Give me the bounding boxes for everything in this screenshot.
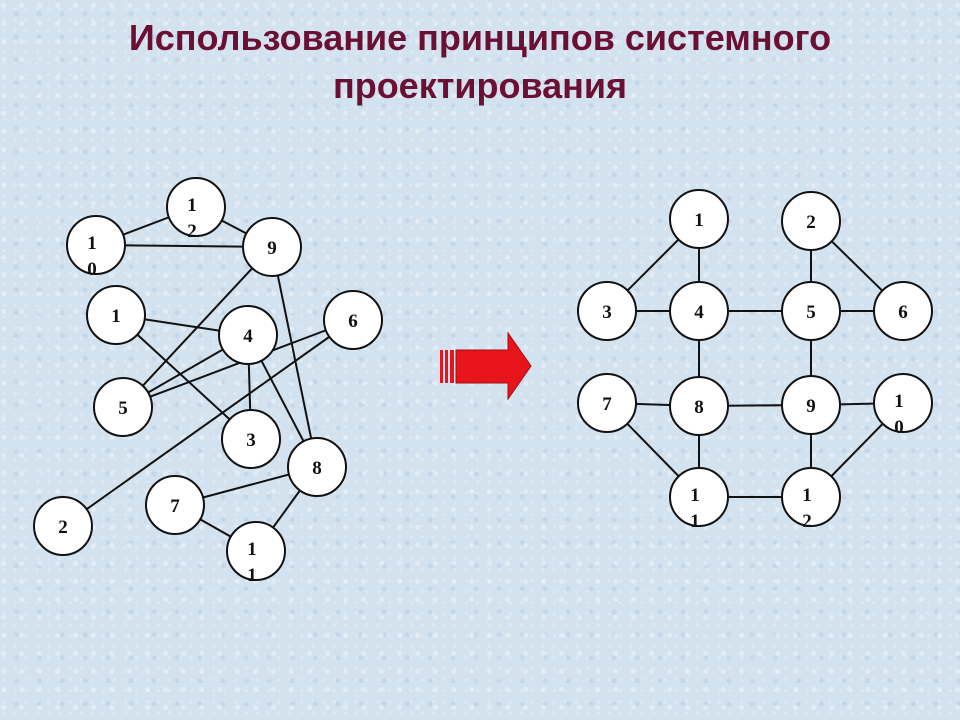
node-circle [873,373,933,433]
node-circle [287,437,347,497]
node-label: 4 [243,326,253,347]
right-arrow-icon [440,331,532,401]
right-node-4: 4 [669,281,729,341]
right-node-5: 5 [781,281,841,341]
node-circle [577,373,637,433]
slide-title: Использование принципов системного проек… [0,14,960,110]
node-label: 3 [602,302,612,323]
node-label: 4 [694,302,704,323]
left-edge-6-2 [62,319,354,527]
node-circle [218,305,278,365]
left-node-3: 3 [221,409,281,469]
arrow-stripe [450,350,454,383]
node-label: 9 [267,238,277,259]
left-node-5: 5 [93,377,153,437]
node-circle [166,177,226,237]
node-label: 3 [246,430,256,451]
node-circle [669,281,729,341]
node-circle [86,285,146,345]
arrow-stripe [445,350,448,383]
node-circle [669,189,729,249]
node-label: 2 [806,212,816,233]
right-node-1: 1 [669,189,729,249]
title-line-1: Использование принципов системного [128,17,832,58]
node-circle [873,281,933,341]
left-edge-6-5 [122,319,354,408]
node-circle [145,475,205,535]
left-node-6: 6 [323,290,383,350]
node-label: 9 [806,396,816,417]
node-circle [781,191,841,251]
node-circle [577,281,637,341]
node-label: 7 [602,394,612,415]
left-node-4: 4 [218,305,278,365]
node-circle [781,281,841,341]
title-line-2: проектирования [332,65,628,106]
right-node-7: 7 [577,373,637,433]
left-node-2: 2 [33,496,93,556]
node-label: 5 [806,302,816,323]
node-label: 6 [348,311,358,332]
right-node-2: 2 [781,191,841,251]
node-circle [781,375,841,435]
node-circle [33,496,93,556]
right-node-3: 3 [577,281,637,341]
left-node-9: 9 [242,217,302,277]
node-label: 5 [118,398,128,419]
right-node-8: 8 [669,376,729,436]
node-circle [781,467,841,527]
arrow-body [455,331,532,401]
node-label: 6 [898,302,908,323]
node-circle [323,290,383,350]
node-circle [669,376,729,436]
left-node-1: 1 [86,285,146,345]
node-label: 8 [312,458,322,479]
right-node-6: 6 [873,281,933,341]
node-label: 1 [111,306,121,327]
node-label: 1 [694,210,704,231]
node-label: 2 [58,517,68,538]
node-circle [221,409,281,469]
left-edge-9-8 [271,246,318,468]
right-graph-edges [606,218,904,498]
left-node-7: 7 [145,475,205,535]
node-circle [93,377,153,437]
arrow-stripe [440,350,443,383]
left-edge-1-3 [115,314,252,440]
node-circle [66,215,126,275]
node-circle [669,467,729,527]
right-node-9: 9 [781,375,841,435]
node-label: 7 [170,496,180,517]
node-circle [226,521,286,581]
node-label: 8 [694,397,704,418]
left-node-8: 8 [287,437,347,497]
node-circle [242,217,302,277]
